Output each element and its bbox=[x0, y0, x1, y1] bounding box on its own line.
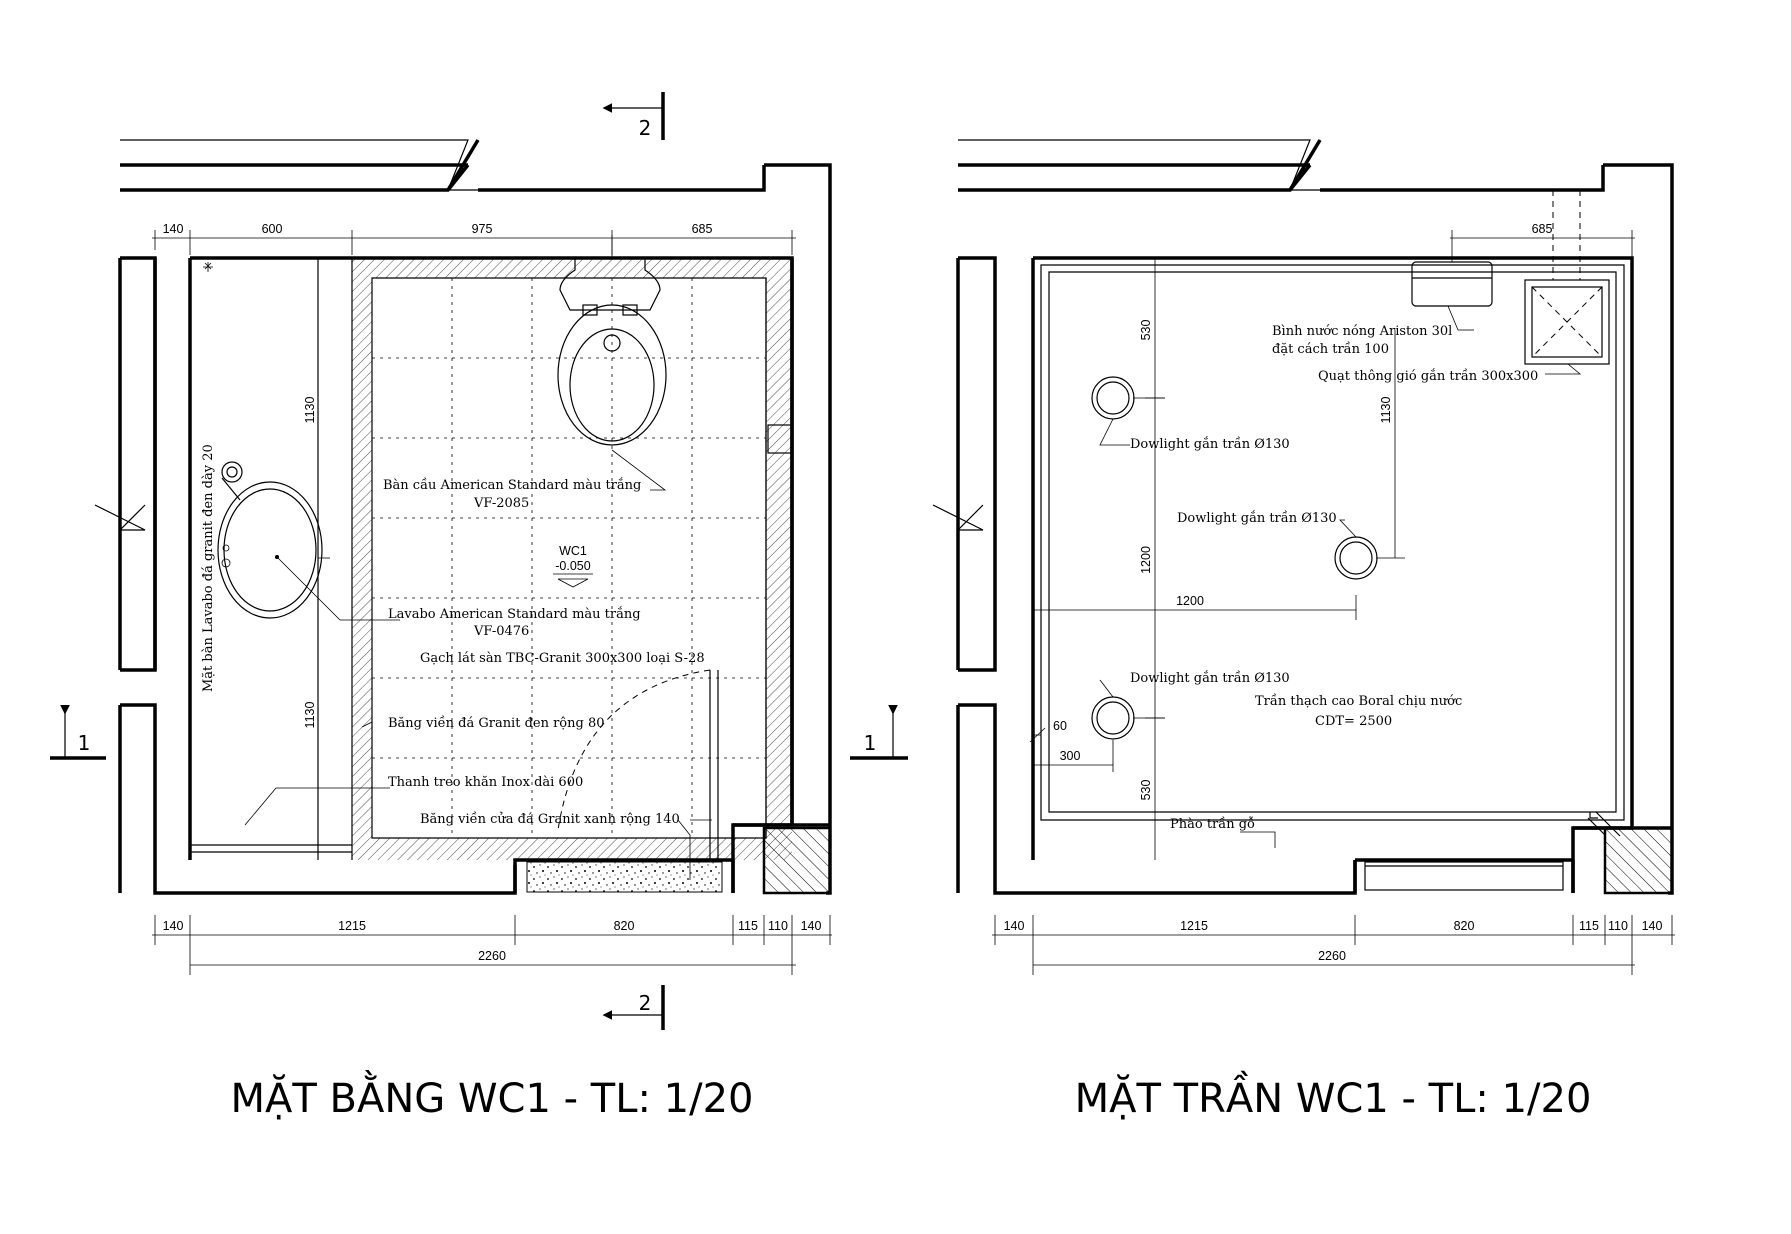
ceiling-dim-small-2: 300 bbox=[1060, 749, 1081, 763]
floor-plan: WC1 -0.050 140 600 975 685 bbox=[50, 92, 832, 1122]
floor-drain-icon bbox=[203, 262, 213, 272]
exhaust-fan bbox=[1524, 190, 1610, 375]
plan-dim-bottom-6: 140 bbox=[801, 919, 822, 933]
plan-section-marks: 2 2 1 bbox=[50, 92, 665, 1030]
note-ceiling-2: CDT= 2500 bbox=[1315, 714, 1392, 729]
section-mark-top: 2 bbox=[639, 116, 652, 140]
note-vanity: Mặt bàn Lavabo đá granit đen dày 20 bbox=[201, 444, 216, 692]
plan-dim-bottom-3: 820 bbox=[614, 919, 635, 933]
ceiling-dim-vert-3: 1200 bbox=[1139, 546, 1153, 574]
note-fan: Quạt thông gió gắn trần 300x300 bbox=[1318, 368, 1538, 384]
plan-dim-bottom-1: 140 bbox=[163, 919, 184, 933]
ceiling-left-wall bbox=[932, 256, 1357, 895]
ceiling-dim-bottom-2: 1215 bbox=[1180, 919, 1208, 933]
cornice bbox=[1040, 264, 1625, 837]
downlight-2 bbox=[1334, 536, 1378, 580]
ceiling-dims-top: 685 bbox=[1450, 222, 1635, 262]
ceiling-door bbox=[1364, 861, 1564, 891]
plan-dim-vert-2: 1130 bbox=[303, 702, 317, 729]
plan-border-band bbox=[351, 258, 792, 860]
wall-tap bbox=[767, 424, 793, 454]
ceiling-dim-vert-1: 530 bbox=[1139, 320, 1153, 341]
note-cornice: Phào trần gỗ bbox=[1170, 816, 1255, 832]
plan-leaders bbox=[244, 449, 712, 880]
basin bbox=[217, 461, 323, 619]
plan-dim-top-1: 140 bbox=[163, 222, 184, 236]
ceiling-dim-total: 2260 bbox=[1318, 949, 1346, 963]
plan-title: MẶT BẰNG WC1 - TL: 1/20 bbox=[231, 1069, 754, 1122]
note-floor-tile: Gạch lát sàn TBC-Granit 300x300 loại S-2… bbox=[420, 651, 705, 666]
ceiling-section-marks: 1 bbox=[850, 705, 908, 760]
ceiling-dim-bottom-3: 820 bbox=[1454, 919, 1475, 933]
ceiling-dim-top: 685 bbox=[1532, 222, 1553, 236]
plan-dim-vert-1: 1130 bbox=[303, 397, 317, 424]
plan-dim-top-4: 685 bbox=[692, 222, 713, 236]
plan-dims-top: 140 600 975 685 bbox=[152, 222, 796, 255]
note-toilet-1: Bàn cầu American Standard màu trắng bbox=[383, 477, 641, 493]
ceiling-dims-vertical: 530 1130 1200 530 bbox=[1139, 258, 1396, 860]
room-name: WC1 bbox=[559, 544, 587, 558]
plan-dims-vertical: 1130 1130 bbox=[303, 258, 319, 860]
note-border: Băng viền đá Granit đen rộng 80 bbox=[388, 715, 605, 731]
downlight-3 bbox=[1091, 696, 1135, 740]
ceiling-dim-bottom-1: 140 bbox=[1004, 919, 1025, 933]
plan-dim-bottom-2: 1215 bbox=[338, 919, 366, 933]
room-level: -0.050 bbox=[555, 559, 590, 573]
note-basin-1: Lavabo American Standard màu trắng bbox=[388, 606, 641, 622]
ceiling-dim-bottom-4: 115 bbox=[1579, 919, 1599, 933]
plan-dim-total: 2260 bbox=[478, 949, 506, 963]
plan-dim-top-2: 600 bbox=[262, 222, 283, 236]
ceiling-dim-small-1: 60 bbox=[1053, 719, 1067, 733]
section-mark-right: 1 bbox=[864, 731, 877, 755]
ceiling-title: MẶT TRẦN WC1 - TL: 1/20 bbox=[1075, 1070, 1592, 1122]
room-tag: WC1 -0.050 bbox=[553, 544, 593, 588]
ceiling-notes: Bình nước nóng Ariston 30l đặt cách trần… bbox=[1130, 324, 1538, 848]
ceiling-plan: 685 530 1130 1200 530 1200 60 300 bbox=[850, 139, 1675, 1122]
note-basin-2: VF-0476 bbox=[473, 624, 529, 639]
plan-dim-bottom-4: 115 bbox=[738, 919, 758, 933]
section-mark-bottom: 2 bbox=[639, 991, 652, 1015]
note-downlight-1: Dowlight gắn trần Ø130 bbox=[1130, 436, 1290, 452]
note-downlight-2: Dowlight gắn trần Ø130 bbox=[1177, 510, 1337, 526]
toilet bbox=[557, 235, 667, 446]
ceiling-dims-horizontal: 1200 60 300 bbox=[1029, 594, 1357, 772]
plan-dim-bottom-5: 110 bbox=[768, 919, 788, 933]
plan-dim-top-3: 975 bbox=[472, 222, 493, 236]
ceiling-dims-bottom: 140 1215 820 115 110 140 2260 bbox=[992, 915, 1675, 975]
note-heater-2: đặt cách trần 100 bbox=[1272, 341, 1389, 357]
note-heater-1: Bình nước nóng Ariston 30l bbox=[1272, 324, 1452, 339]
section-mark-left: 1 bbox=[78, 731, 91, 755]
note-toilet-2: VF-2085 bbox=[473, 496, 529, 511]
downlight-1 bbox=[1091, 376, 1135, 420]
plan-notes: Mặt bàn Lavabo đá granit đen dày 20 Bàn … bbox=[201, 444, 705, 827]
ceiling-column bbox=[1603, 826, 1674, 895]
door-threshold bbox=[526, 669, 723, 893]
note-towel-bar: Thanh treo khăn Inox dài 600 bbox=[388, 775, 583, 790]
note-ceiling-1: Trần thạch cao Boral chịu nước bbox=[1255, 693, 1462, 709]
ceiling-dim-horizontal: 1200 bbox=[1176, 594, 1204, 608]
plan-tile-grid bbox=[372, 278, 766, 838]
ceiling-dim-bottom-5: 110 bbox=[1608, 919, 1628, 933]
ceiling-dim-vert-2: 1130 bbox=[1379, 397, 1393, 424]
plan-room-outline bbox=[190, 256, 794, 893]
ceiling-dim-bottom-6: 140 bbox=[1642, 919, 1663, 933]
note-downlight-3: Dowlight gắn trần Ø130 bbox=[1130, 670, 1290, 686]
ceiling-dim-vert-4: 530 bbox=[1139, 780, 1153, 801]
note-door-border: Băng viền cửa đá Granit xanh rộng 140 bbox=[420, 811, 680, 827]
plan-dims-bottom: 140 1215 820 115 110 140 2260 bbox=[152, 915, 832, 975]
